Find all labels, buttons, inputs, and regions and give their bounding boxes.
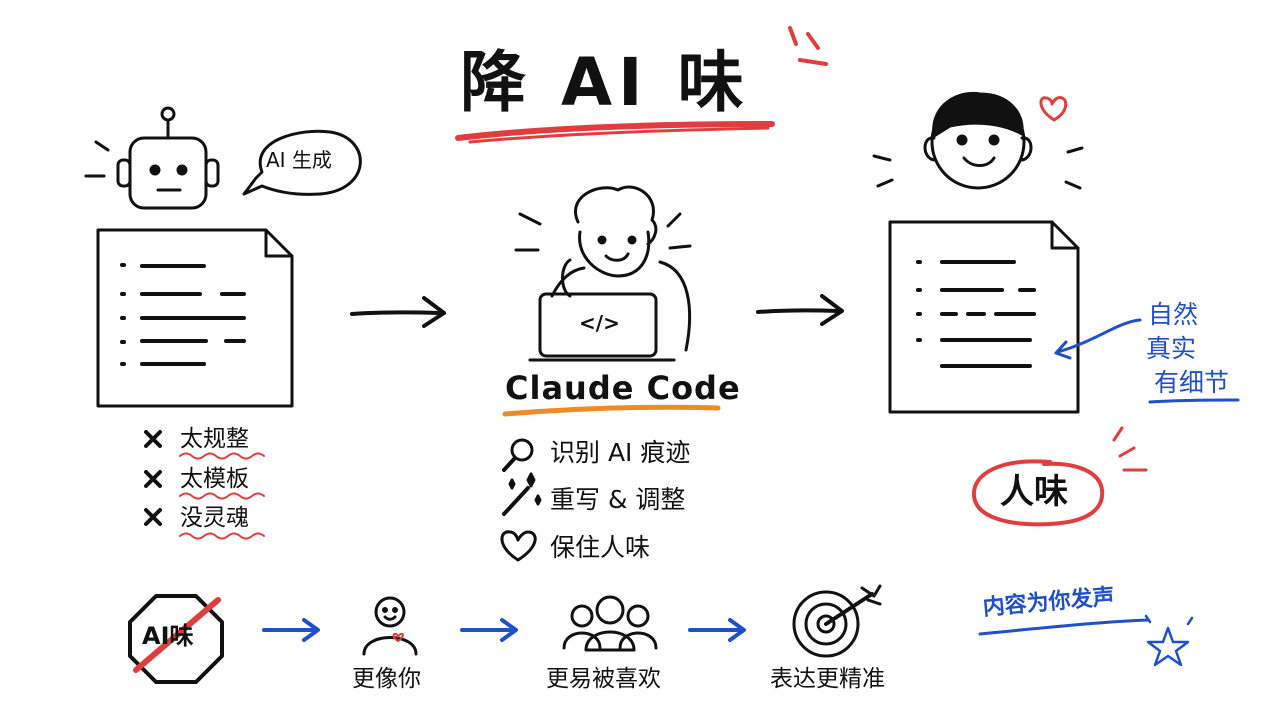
target-icon <box>792 584 882 658</box>
title-underline <box>455 121 775 144</box>
feature-item: 识别 AI 痕迹 <box>550 438 691 467</box>
tool-name: Claude Code <box>505 369 741 407</box>
benefit-label: 更易被喜欢 <box>546 666 661 692</box>
star-icon <box>1144 614 1194 667</box>
arrow-right-icon <box>756 294 844 326</box>
result-note: 真实 <box>1146 334 1197 363</box>
result-note: 有细节 <box>1154 368 1230 397</box>
ai-document-icon <box>96 228 294 408</box>
speech-bubble <box>242 129 362 196</box>
people-group-icon <box>562 595 658 652</box>
problem-item: 太规整 <box>180 426 249 452</box>
benefit-label: 表达更精准 <box>770 666 885 692</box>
annotation-arrow <box>1054 318 1240 404</box>
benefit-label: 更像你 <box>352 666 421 692</box>
slogan-underline <box>978 618 1150 636</box>
tool-underline <box>502 404 721 417</box>
person-heart-icon <box>362 596 418 656</box>
code-symbol: </> <box>579 311 620 335</box>
result-note: 自然 <box>1148 300 1199 329</box>
speech-bubble-text: AI 生成 <box>266 148 332 172</box>
robot-icon <box>84 106 220 210</box>
no-ai-sign <box>128 594 224 684</box>
result-label: 人味 <box>1000 472 1068 512</box>
title-sparks <box>788 26 828 66</box>
problem-underlines <box>179 452 265 540</box>
result-badge-outline <box>971 459 1105 527</box>
magic-wand-icon <box>502 472 542 516</box>
arrow-right-icon <box>262 618 320 642</box>
arrow-right-icon <box>350 296 446 328</box>
arrow-right-icon <box>460 618 518 642</box>
happy-person-icon <box>872 91 1084 190</box>
problem-item: 没灵魂 <box>180 505 249 531</box>
problem-item: 太模板 <box>180 466 249 492</box>
heart-icon <box>500 530 537 562</box>
feature-item: 保住人味 <box>550 533 651 562</box>
heart-icon <box>1039 96 1068 122</box>
result-sparks <box>1112 426 1148 472</box>
feature-item: 重写 & 调整 <box>550 485 686 514</box>
developer-icon <box>514 185 692 362</box>
stop-sign-text: AI味 <box>142 622 194 650</box>
human-document-icon <box>888 220 1080 414</box>
page-title: 降 AI 味 <box>460 44 750 121</box>
magnifier-icon <box>502 438 534 472</box>
x-marks <box>144 430 162 526</box>
arrow-right-icon <box>688 618 746 642</box>
